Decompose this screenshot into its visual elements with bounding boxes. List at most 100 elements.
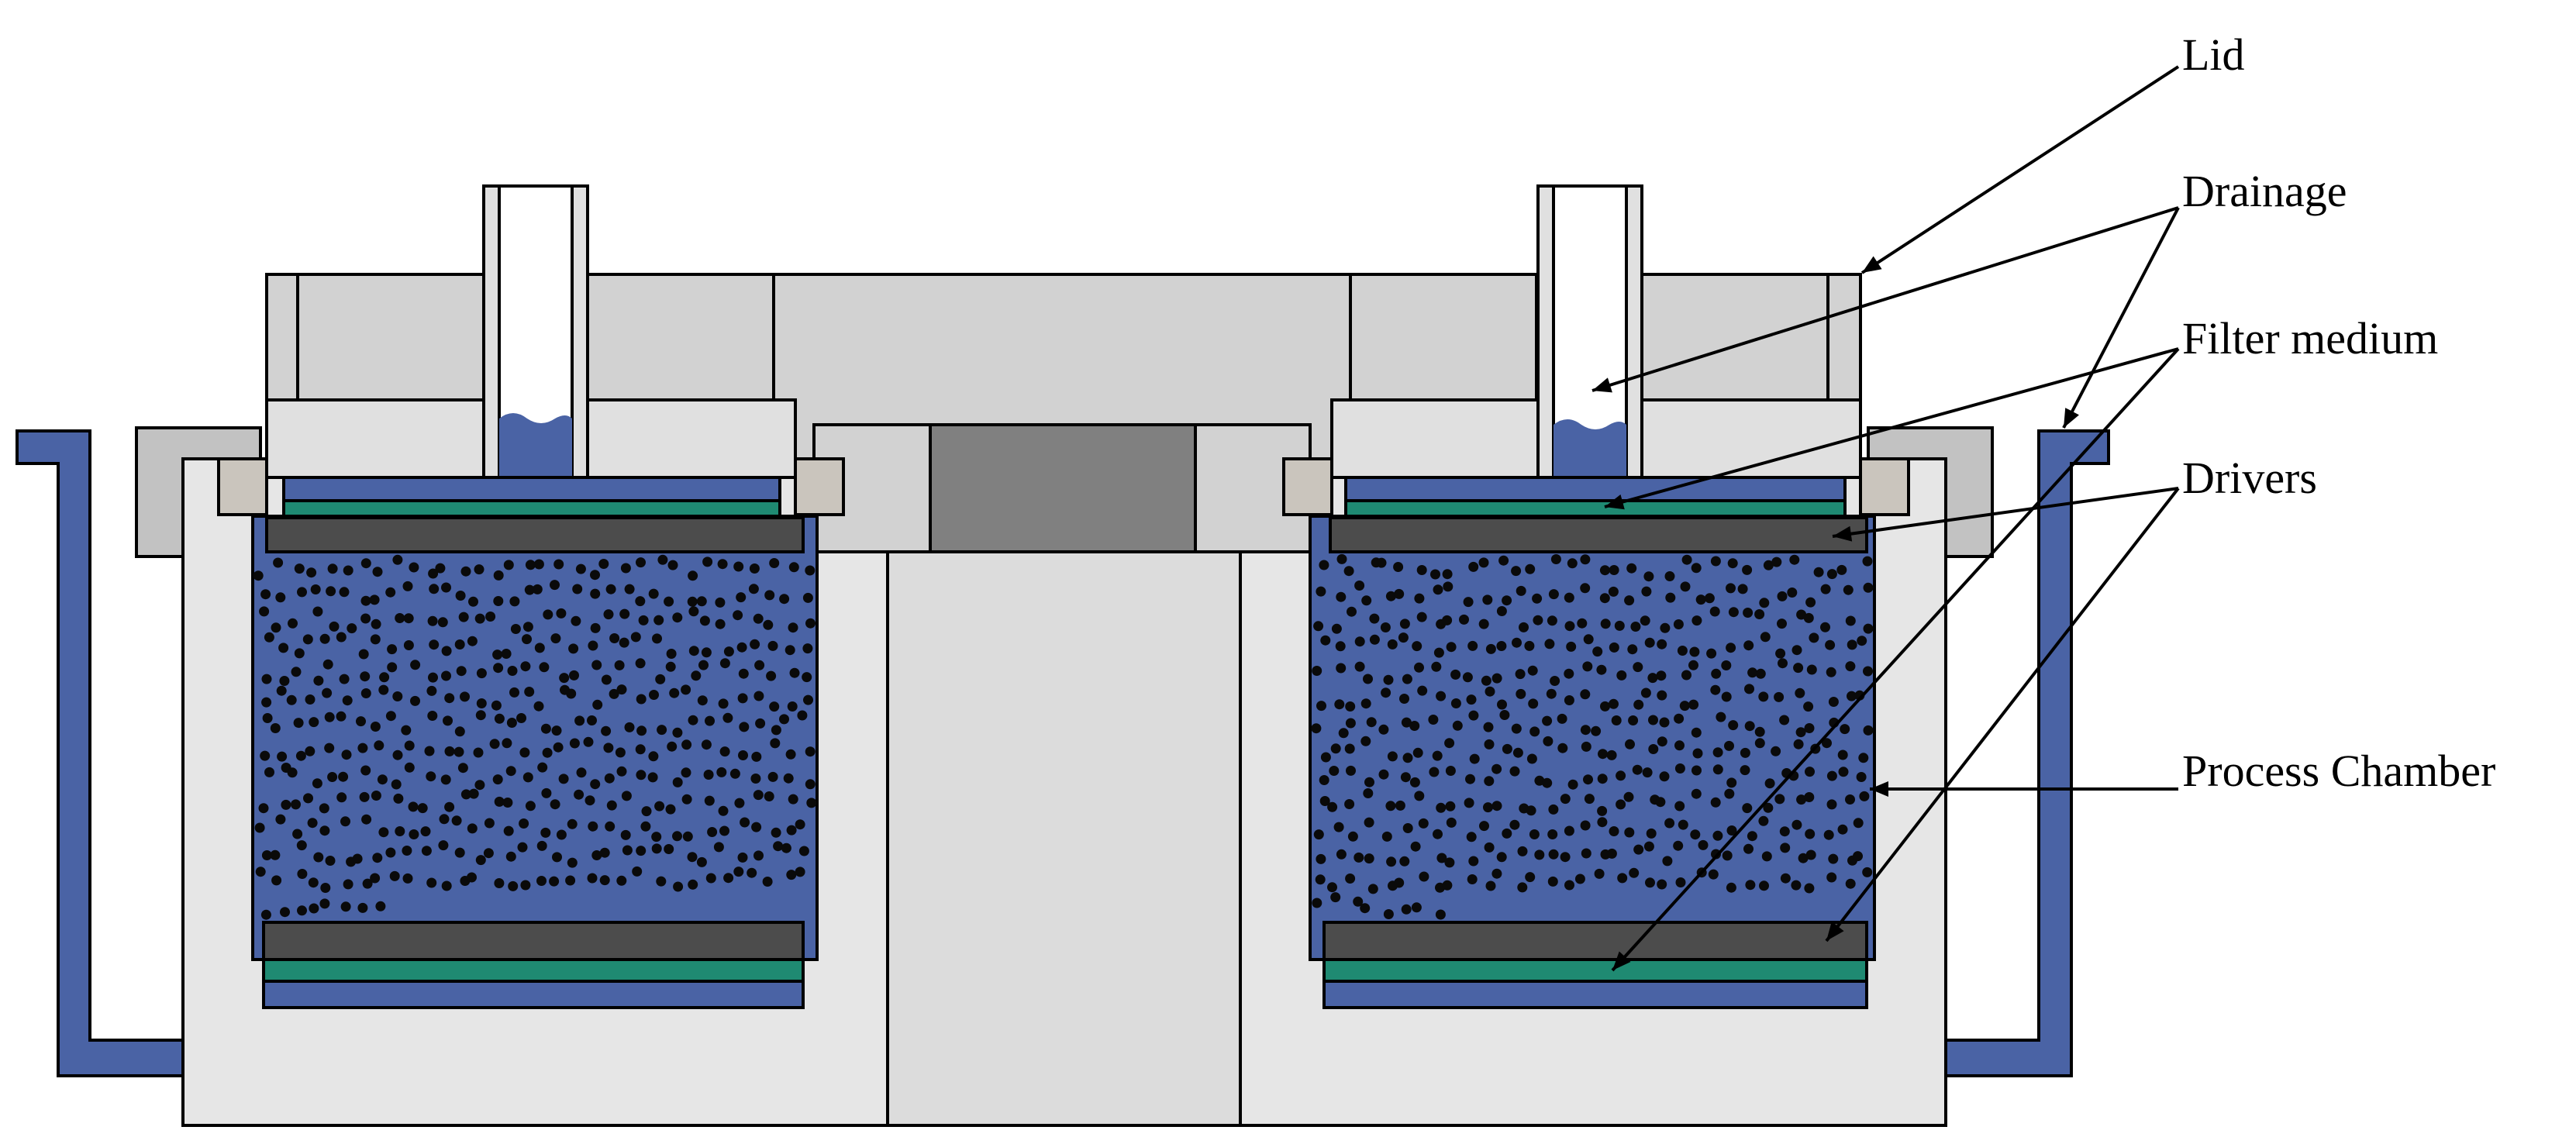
media-particle [1347,606,1357,617]
seal-right-inner [1282,457,1333,516]
media-particle [505,851,516,862]
media-particle [1478,619,1489,629]
media-particle [428,672,438,683]
media-particle [1774,794,1785,805]
media-particle [805,779,816,790]
media-particle [1647,673,1658,684]
media-particle [1660,622,1671,633]
media-particle [1319,796,1330,806]
media-particle [1843,584,1854,595]
media-particle [520,661,531,672]
center-plug [929,423,1197,553]
media-particle [1502,595,1512,606]
media-particle [493,663,504,674]
media-particle [1678,819,1688,830]
media-particle [392,554,403,565]
media-particle [654,801,665,811]
media-particle [1491,673,1502,684]
media-particle [767,640,778,651]
media-particle [673,881,684,892]
media-particle [1744,684,1754,694]
media-particle [787,701,798,712]
media-particle [1363,674,1373,684]
media-particle [740,817,750,828]
media-particle [1813,567,1824,577]
media-particle [1346,765,1356,776]
media-particle [1560,852,1571,863]
media-particle [378,684,389,695]
media-particle [1747,667,1758,678]
media-particle [1726,777,1737,788]
media-particle [703,770,714,780]
media-particle [603,609,614,620]
media-particle [1402,823,1413,833]
media-particle [1517,846,1528,856]
media-particle [1630,622,1641,632]
media-particle [541,787,552,798]
media-particle [1709,606,1720,617]
media-particle [1482,594,1493,605]
seal-right-outer [1859,457,1910,516]
media-particle [1787,588,1798,598]
media-particle [1483,802,1493,813]
media-particle [1793,663,1804,674]
media-particle [302,634,313,645]
media-particle [1616,770,1626,781]
media-particle [1312,666,1322,676]
media-particle [539,662,550,673]
media-particle [590,570,600,581]
media-particle [378,827,389,838]
media-particle [404,762,415,773]
left-media [251,515,819,961]
media-particle [336,792,347,803]
media-particle [649,690,659,700]
media-particle [370,873,381,884]
media-particle [1465,774,1475,784]
media-particle [773,841,784,852]
media-particle [1597,774,1608,784]
media-particle [1345,701,1356,712]
media-particle [377,774,388,785]
media-particle [468,596,478,607]
lid-recess-right-b [1640,273,1829,401]
media-particle [1691,727,1702,738]
media-particle [492,650,503,660]
media-particle [1516,688,1526,699]
media-particle [713,842,724,853]
media-particle [417,803,428,814]
media-particle [719,658,730,669]
media-particle [641,806,652,817]
media-particle [1330,892,1341,903]
media-particle [1691,788,1702,799]
media-particle [483,848,494,859]
media-particle [484,818,495,829]
media-particle [769,701,780,712]
label-drivers: Drivers [2182,453,2317,503]
media-particle [1367,884,1378,894]
media-particle [1774,691,1785,702]
media-particle [1564,825,1574,836]
media-particle [1354,661,1365,672]
media-particle [601,725,612,736]
media-particle [1609,826,1619,836]
media-particle [297,905,307,916]
media-particle [454,726,465,737]
media-particle [739,722,750,732]
media-particle [590,779,601,790]
media-particle [636,770,647,780]
media-particle [255,867,266,877]
media-particle [1416,565,1427,575]
media-particle [408,801,419,812]
media-particle [1721,691,1732,702]
media-particle [372,567,383,577]
media-particle [753,691,764,701]
media-particle [375,901,386,911]
media-particle [271,622,281,633]
media-particle [1747,831,1757,842]
media-particle [622,845,633,856]
media-particle [688,606,699,617]
media-particle [1706,648,1717,659]
media-particle [599,875,610,886]
media-particle [736,592,747,603]
media-particle [1617,873,1628,884]
